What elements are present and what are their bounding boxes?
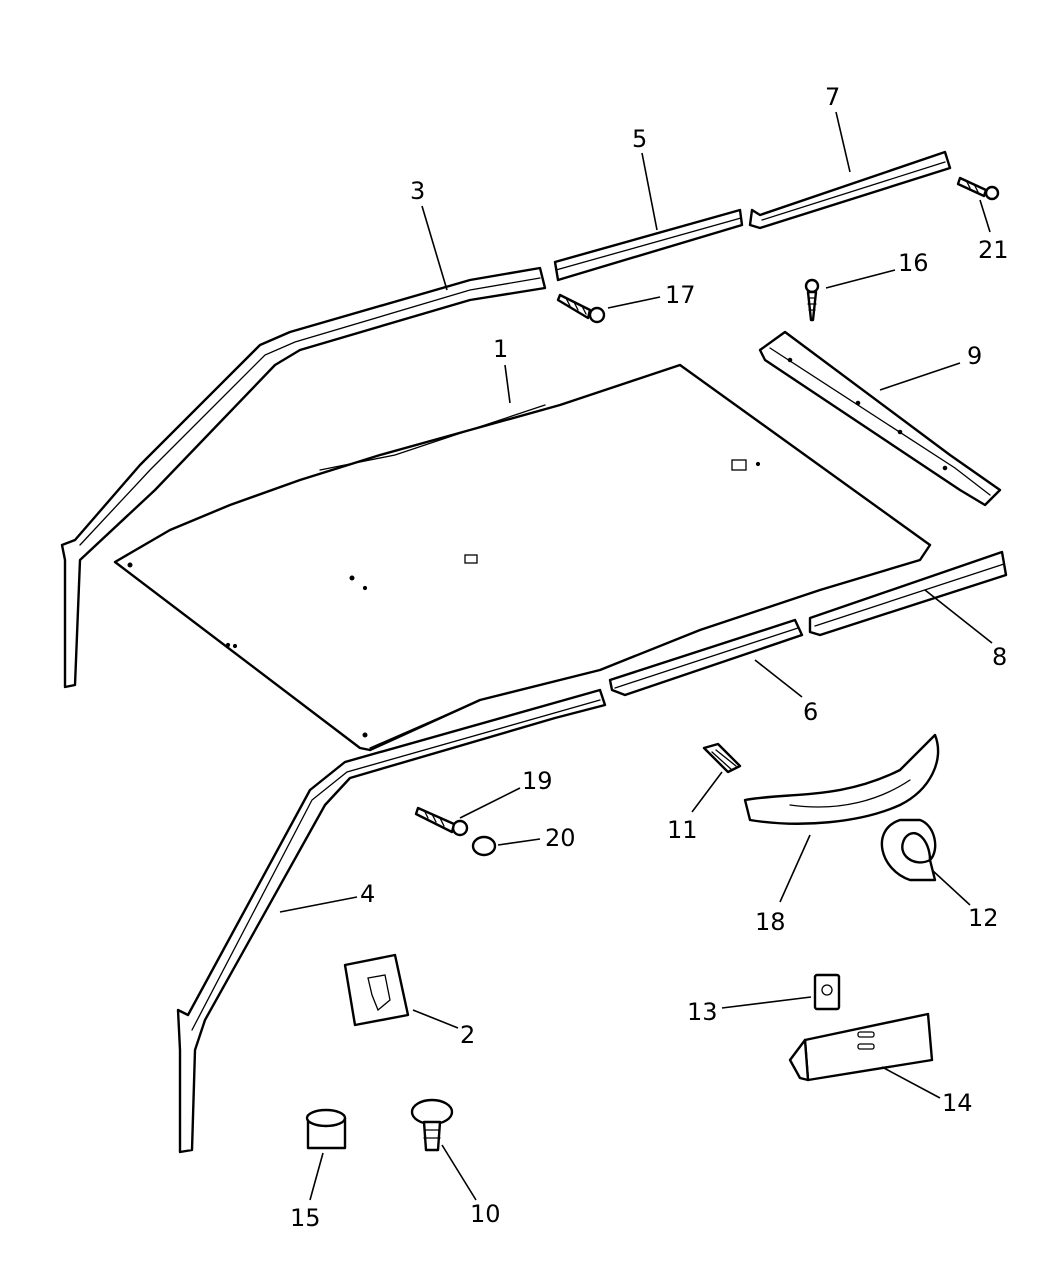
part-6-trim-strip (608, 618, 804, 697)
part-5-trim-strip (553, 208, 744, 282)
callout-13: 13 (687, 998, 718, 1026)
part-21-screw (956, 176, 1000, 201)
leader-16 (825, 269, 896, 289)
callout-20: 20 (545, 824, 576, 852)
leader-8 (924, 589, 993, 644)
leader-4 (279, 896, 358, 913)
callout-11: 11 (667, 816, 698, 844)
leader-14 (881, 1066, 941, 1099)
callout-5: 5 (632, 125, 647, 153)
leader-20 (497, 838, 541, 846)
callout-14: 14 (942, 1089, 973, 1117)
callout-12: 12 (968, 904, 999, 932)
part-8-trim-strip (808, 550, 1008, 637)
part-12-clip (880, 818, 937, 882)
callout-4: 4 (360, 880, 375, 908)
callout-18: 18 (755, 908, 786, 936)
leader-1 (504, 364, 511, 404)
leader-5 (641, 152, 658, 231)
part-14-mounting-plate (788, 1012, 934, 1082)
part-18-grab-handle (743, 733, 940, 825)
callout-10: 10 (470, 1200, 501, 1228)
part-15-cup-fastener (305, 1108, 347, 1150)
leader-9 (879, 362, 961, 391)
leader-12 (931, 869, 971, 906)
callout-8: 8 (992, 643, 1007, 671)
callout-3: 3 (410, 177, 425, 205)
callout-1: 1 (493, 335, 508, 363)
leader-21 (979, 199, 991, 233)
leader-18 (779, 834, 811, 903)
part-19-screw (414, 806, 469, 837)
part-16-screw (804, 278, 820, 322)
leader-10 (441, 1144, 477, 1201)
callout-6: 6 (803, 698, 818, 726)
callout-9: 9 (967, 342, 982, 370)
part-10-push-fastener (410, 1098, 454, 1152)
callout-19: 19 (522, 767, 553, 795)
callout-21: 21 (978, 236, 1009, 264)
part-7-trim-strip (748, 150, 952, 230)
callout-2: 2 (460, 1021, 475, 1049)
callout-17: 17 (665, 281, 696, 309)
leader-lines (279, 111, 993, 1201)
leader-3 (421, 205, 448, 291)
leader-2 (412, 1009, 459, 1029)
part-4-right-roof-rail-trim (176, 688, 607, 1154)
callout-labels: 1 2 3 4 5 6 7 8 9 10 11 12 13 14 15 16 1… (290, 83, 1009, 1232)
part-1-headliner (113, 363, 932, 752)
leader-17 (607, 296, 661, 309)
part-17-screw (556, 293, 606, 324)
part-2-bracket (343, 953, 410, 1027)
leader-19 (459, 787, 521, 819)
part-9-rear-trim (758, 330, 1002, 507)
callout-16: 16 (898, 249, 929, 277)
leader-13 (721, 996, 812, 1009)
part-11-screw (702, 742, 742, 774)
leader-7 (835, 111, 851, 173)
part-13-nut-clip (813, 973, 841, 1011)
callout-15: 15 (290, 1204, 321, 1232)
part-3-left-roof-rail-trim (60, 266, 547, 689)
callout-7: 7 (825, 83, 840, 111)
part-20-cap (471, 835, 497, 857)
leader-6 (754, 659, 803, 698)
leader-15 (309, 1152, 324, 1201)
leader-11 (691, 771, 723, 813)
